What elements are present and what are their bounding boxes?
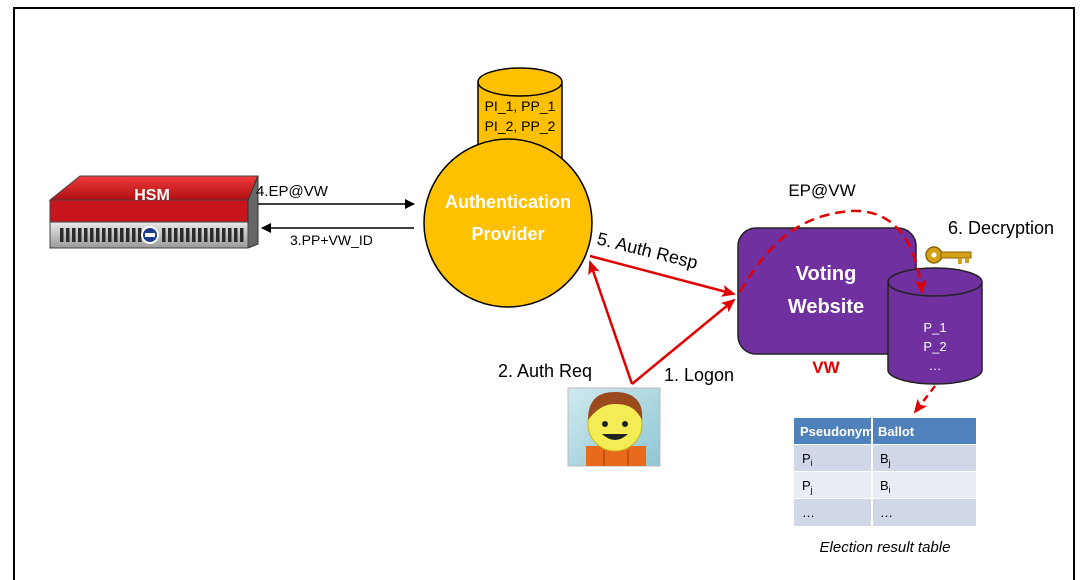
arrow-db-to-table (913, 385, 936, 414)
hsm-vent-slot (114, 228, 118, 242)
hsm-vent-slot (222, 228, 226, 242)
auth-db-row-1: PI_1, PP_1 (485, 98, 556, 114)
hsm-vent-slot (204, 228, 208, 242)
vw-db-row-2: P_2 (923, 339, 946, 354)
auth-provider-line2: Provider (471, 224, 544, 244)
hsm-vent-slot (162, 228, 166, 242)
table-caption: Election result table (820, 539, 951, 556)
voting-website-line2: Website (788, 296, 864, 318)
label-decryption: 6. Decryption (948, 218, 1054, 238)
hsm-vent-slot (174, 228, 178, 242)
arrow-auth-req (588, 260, 634, 385)
table-header-pseudonym: Pseudonym (800, 424, 874, 439)
hsm-vent-slot (186, 228, 190, 242)
diagram-frame (13, 7, 1075, 580)
arrow-auth-resp (589, 254, 736, 297)
hsm-vent-slot (132, 228, 136, 242)
hsm-vent-slot (108, 228, 112, 242)
table-row-3-pseudonym: … (802, 505, 815, 520)
hsm-vent-slot (216, 228, 220, 242)
vw-database: P_1 P_2 … (887, 267, 983, 385)
hsm-vent-slot (78, 228, 82, 242)
hsm-vent-slot (234, 228, 238, 242)
user-avatar (567, 387, 661, 467)
table-row-3-ballot: … (880, 505, 893, 520)
table-row-2-ballot: Bi (880, 478, 891, 495)
hsm-vent-slot (192, 228, 196, 242)
arrow-logon (631, 298, 736, 385)
label-auth-resp: 5. Auth Resp (595, 228, 700, 272)
hsm-vent-slot (102, 228, 106, 242)
vw-db-row-1: P_1 (923, 320, 946, 335)
hsm-vent-slot (126, 228, 130, 242)
label-auth-req: 2. Auth Req (498, 361, 592, 381)
auth-db-row-2: PI_2, PP_2 (485, 118, 556, 134)
table-header-ballot: Ballot (878, 424, 915, 439)
hsm-device: HSM (48, 175, 259, 249)
hsm-vent-slot (66, 228, 70, 242)
hsm-vent-slot (168, 228, 172, 242)
voting-website-line1: Voting (796, 263, 857, 285)
hsm-vent-slot (180, 228, 184, 242)
auth-provider-line1: Authentication (445, 192, 571, 212)
label-ep-vw-left: 4.EP@VW (256, 183, 329, 200)
hsm-label: HSM (134, 187, 170, 204)
arrow-ep-vw-dashed (738, 209, 927, 294)
label-logon: 1. Logon (664, 365, 734, 385)
hsm-vent-slot (198, 228, 202, 242)
hsm-vent-slot (84, 228, 88, 242)
hsm-vent-slot (96, 228, 100, 242)
hsm-vent-slot (228, 228, 232, 242)
hsm-vent-slot (72, 228, 76, 242)
hsm-vent-slot (240, 228, 244, 242)
hsm-vent-slot (120, 228, 124, 242)
label-ep-vw-top: EP@VW (788, 181, 855, 200)
key-icon (925, 246, 972, 264)
vw-db-row-3: … (929, 358, 942, 373)
label-pp-vw-id: 3.PP+VW_ID (290, 232, 373, 248)
table-row-1-pseudonym: Pi (802, 451, 813, 468)
election-result-table: Pseudonym Ballot Pi Bj Pj Bi … … (794, 418, 976, 526)
hsm-vent-slot (210, 228, 214, 242)
table-row-1-ballot: Bj (880, 451, 891, 468)
hsm-vent-slot (138, 228, 142, 242)
voting-website: Voting Website (737, 227, 917, 355)
table-row-2-pseudonym: Pj (802, 478, 813, 495)
hsm-vent-slot (90, 228, 94, 242)
vw-tag: VW (812, 358, 840, 377)
hsm-vent-slot (60, 228, 64, 242)
authentication-provider: Authentication Provider (423, 138, 593, 308)
